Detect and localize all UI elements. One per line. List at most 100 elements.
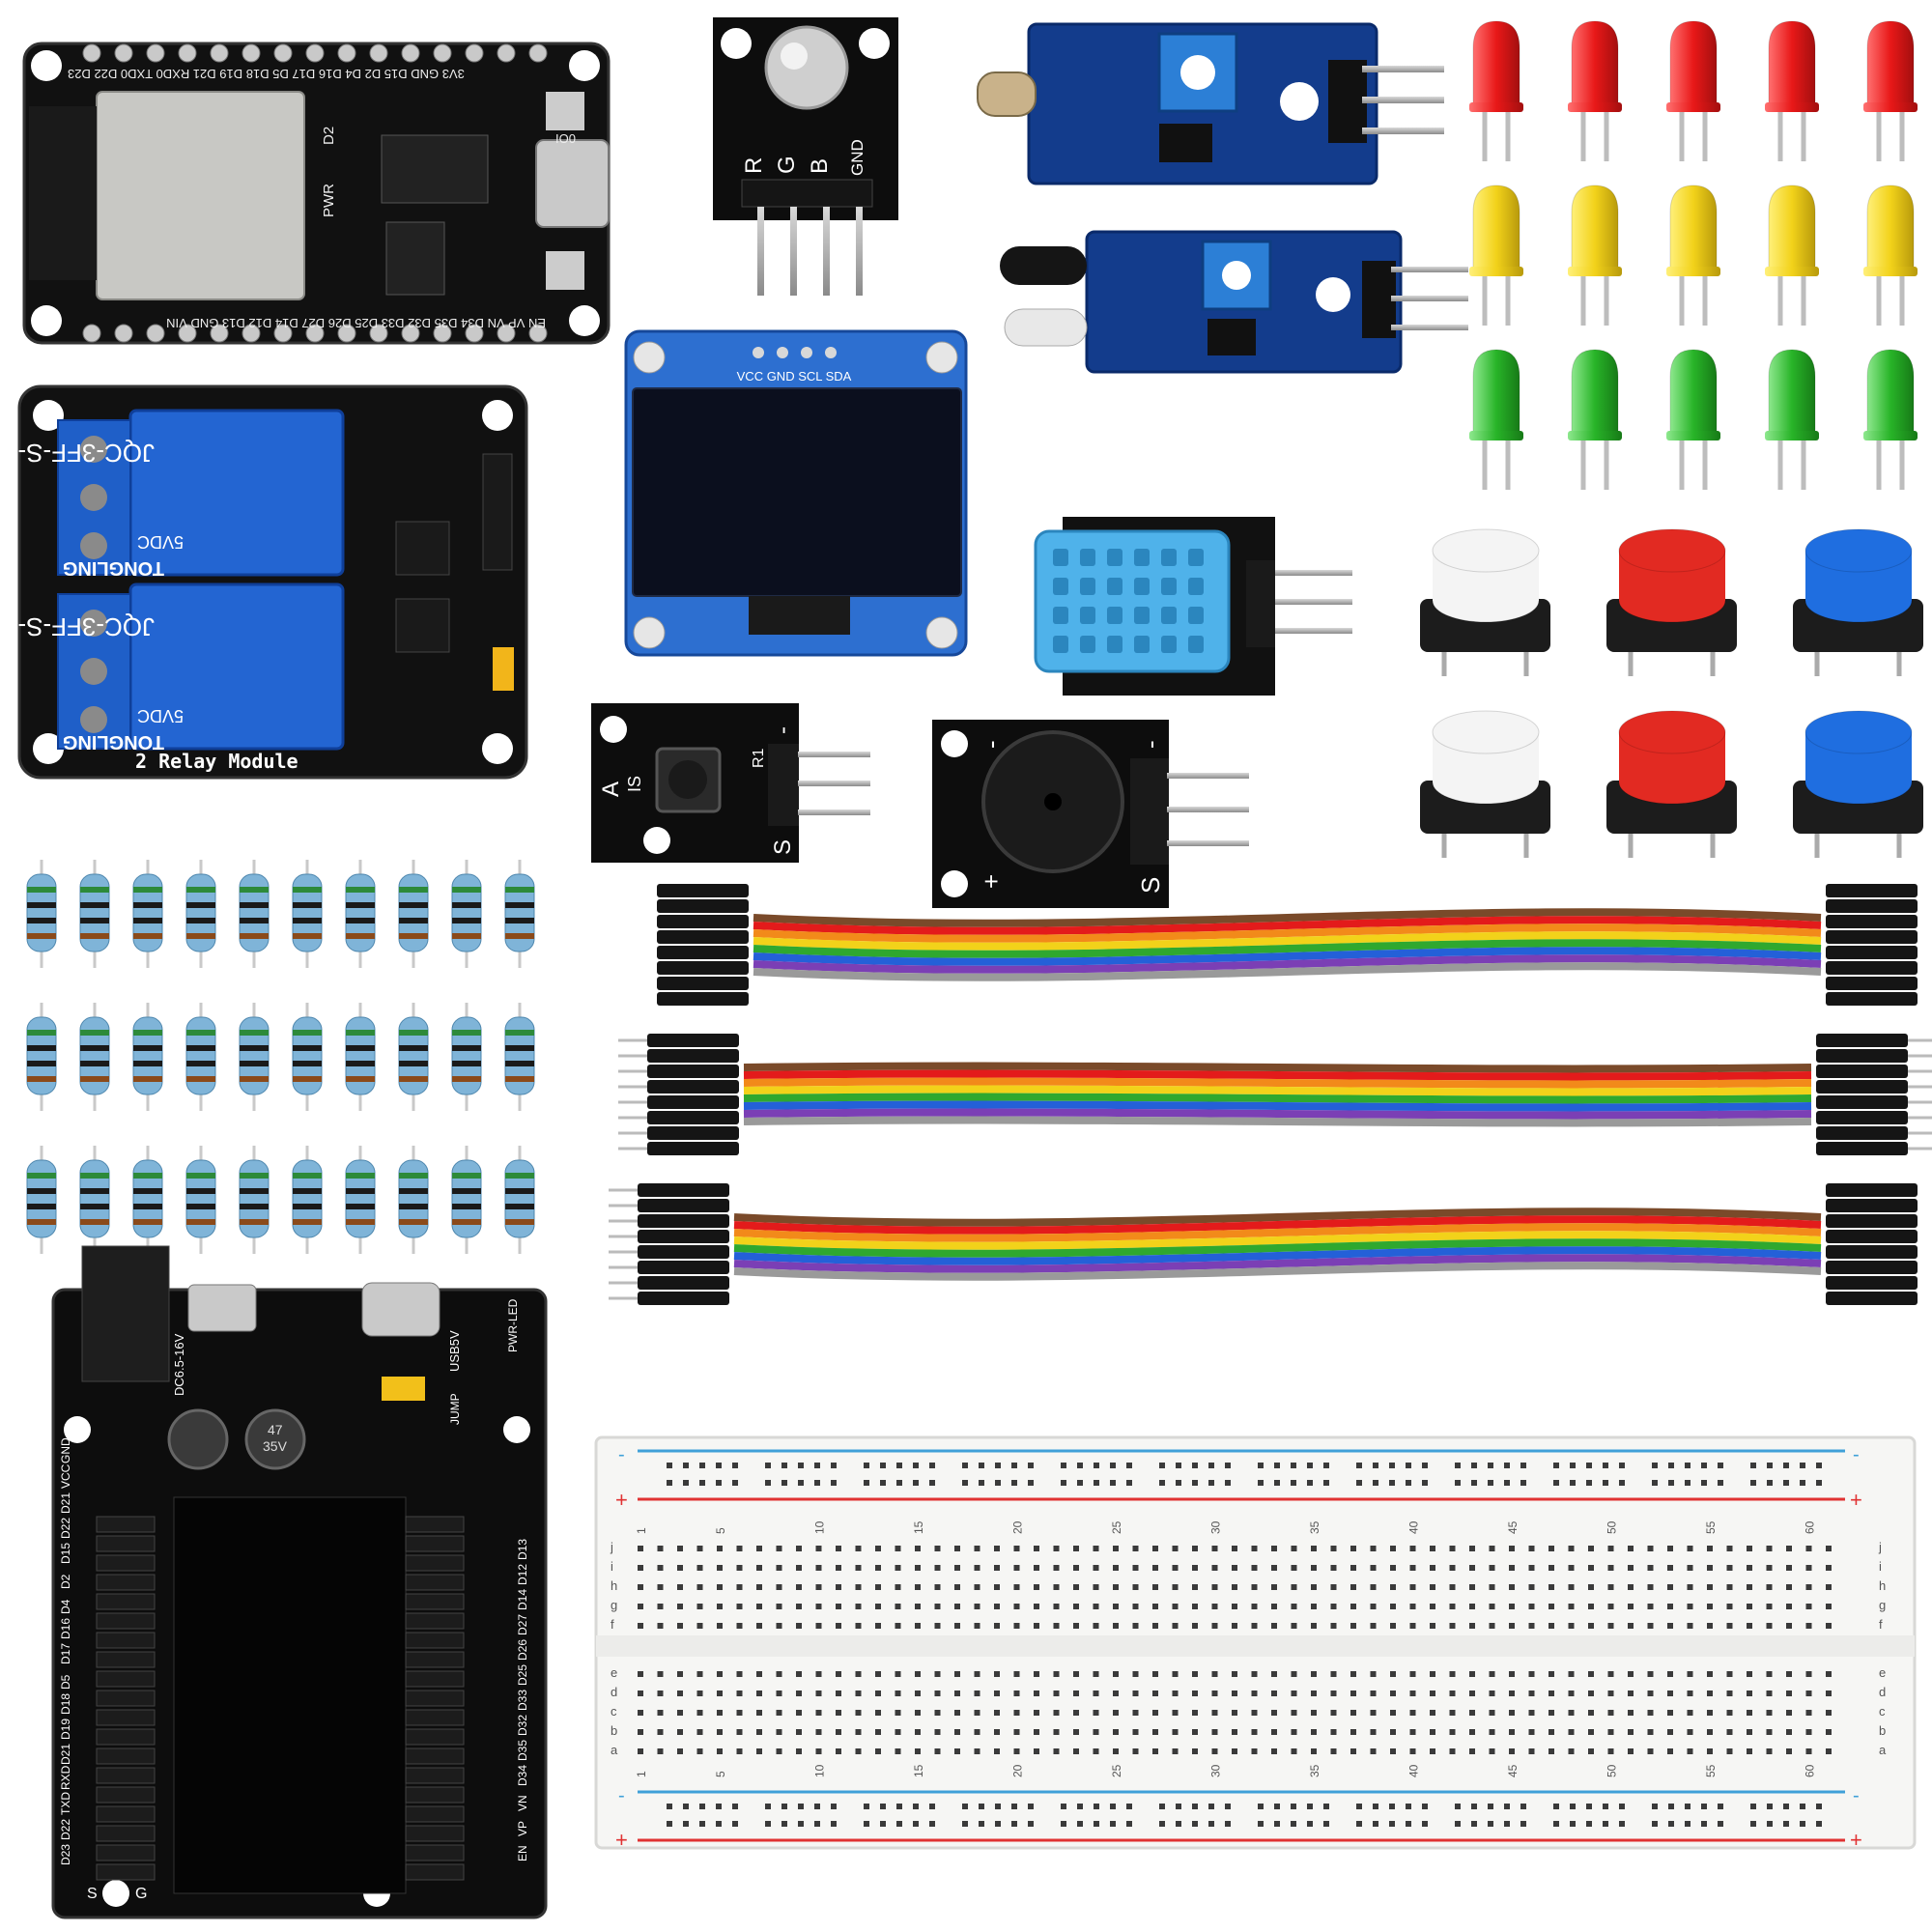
push-button-cap <box>668 760 707 799</box>
dht-vent <box>1188 636 1204 653</box>
breadboard-hole <box>1588 1604 1594 1609</box>
resistor-band <box>452 1204 481 1209</box>
breadboard-hole <box>1528 1710 1535 1716</box>
relay-2-voltage: 5VDC <box>137 532 184 552</box>
dht-vent <box>1053 636 1068 653</box>
breadboard-hole <box>1011 1804 1017 1809</box>
breadboard-hole <box>913 1480 919 1486</box>
breadboard-hole <box>1726 1748 1733 1754</box>
breadboard-hole <box>1011 1463 1017 1468</box>
breadboard-hole <box>1077 1821 1083 1827</box>
breadboard-hole <box>1192 1821 1198 1827</box>
pin-labels-top: 3V3 GND D15 D2 D4 D16 D17 D5 D18 D19 D21… <box>68 67 465 81</box>
pwr-led-label: PWR-LED <box>506 1298 520 1352</box>
breadboard-hole <box>994 1690 1000 1696</box>
breadboard-hole <box>1110 1804 1116 1809</box>
dht-vent <box>1053 549 1068 566</box>
breadboard-hole <box>1291 1748 1297 1754</box>
breadboard-hole <box>1113 1623 1119 1629</box>
breadboard-hole <box>796 1604 802 1609</box>
dht-vent <box>1188 549 1204 566</box>
header-pin-row <box>405 1786 465 1804</box>
breadboard-hole <box>1826 1623 1832 1629</box>
dht-vent <box>1080 636 1095 653</box>
breadboard-hole <box>717 1748 723 1754</box>
breadboard-hole <box>1783 1821 1789 1827</box>
green-led <box>1669 349 1718 438</box>
row-label: a <box>1879 1743 1887 1757</box>
pin-header <box>741 179 873 208</box>
breadboard-hole <box>1685 1480 1690 1486</box>
rgb-led-highlight <box>781 43 808 70</box>
pin-pad <box>305 43 325 63</box>
breadboard-hole <box>796 1671 802 1677</box>
breadboard-hole <box>1707 1710 1713 1716</box>
breadboard-hole <box>1607 1671 1614 1677</box>
relay-1-brand: TONGLING <box>63 731 164 753</box>
jumper-connector <box>1826 930 1918 944</box>
breadboard-hole <box>929 1480 935 1486</box>
resistor-body <box>79 1016 110 1095</box>
breadboard-hole <box>1667 1690 1673 1696</box>
breadboard-hole <box>1747 1584 1752 1590</box>
breadboard-hole <box>1350 1623 1356 1629</box>
breadboard-hole <box>1805 1565 1812 1571</box>
breadboard-hole <box>1291 1604 1297 1609</box>
breadboard-hole <box>1469 1584 1475 1590</box>
breadboard-hole <box>1607 1546 1614 1551</box>
breadboard-hole <box>1251 1690 1258 1696</box>
resistor-band <box>80 1173 109 1179</box>
breadboard-hole <box>814 1821 820 1827</box>
breadboard-hole <box>1152 1748 1158 1754</box>
jumper-connector <box>1816 1142 1908 1155</box>
pin-label: D12 <box>516 1564 529 1585</box>
pin-pad <box>114 43 133 63</box>
breadboard-hole <box>954 1546 960 1551</box>
breadboard-hole <box>1548 1729 1554 1735</box>
breadboard-hole <box>1767 1804 1773 1809</box>
breadboard-hole <box>1053 1671 1060 1677</box>
pin <box>1167 807 1249 812</box>
breadboard-hole <box>1152 1623 1158 1629</box>
jumper-connector <box>1816 1065 1908 1078</box>
breadboard-hole <box>1430 1584 1435 1590</box>
breadboard-hole <box>1271 1710 1277 1716</box>
breadboard-hole <box>1528 1690 1535 1696</box>
breadboard-hole <box>1409 1546 1416 1551</box>
led-rim <box>1469 102 1523 112</box>
breadboard-hole <box>696 1565 703 1571</box>
breadboard-hole <box>1192 1671 1198 1677</box>
breadboard-hole <box>1323 1804 1329 1809</box>
breadboard-hole <box>1356 1480 1362 1486</box>
header-pin-row <box>96 1805 156 1823</box>
jumper-wire <box>743 1069 1812 1081</box>
breadboard-hole <box>1258 1821 1264 1827</box>
breadboard-hole <box>1422 1804 1428 1809</box>
breadboard-hole <box>1113 1584 1119 1590</box>
header-pin-row <box>405 1612 465 1630</box>
header-pin-row <box>96 1651 156 1668</box>
breadboard-hole <box>683 1463 689 1468</box>
jumper-connector <box>1826 1183 1918 1197</box>
breadboard-hole <box>1274 1480 1280 1486</box>
resistor-band <box>399 1045 428 1051</box>
pin-label: D21 <box>59 1492 72 1514</box>
breadboard-hole <box>717 1729 723 1735</box>
breadboard-hole <box>994 1748 1000 1754</box>
breadboard-hole <box>1356 1463 1362 1468</box>
breadboard-hole <box>831 1463 837 1468</box>
mount-hole <box>600 716 627 743</box>
breadboard-hole <box>1013 1604 1020 1609</box>
breadboard-hole <box>776 1690 782 1696</box>
breadboard-hole <box>1489 1729 1495 1735</box>
led-rim <box>1863 431 1918 440</box>
breadboard-hole <box>1805 1690 1812 1696</box>
jumper-connector <box>1826 1230 1918 1243</box>
breadboard-hole <box>1786 1565 1792 1571</box>
green-led <box>1571 349 1619 438</box>
breadboard-hole <box>1152 1690 1158 1696</box>
breadboard-hole <box>1588 1584 1594 1590</box>
breadboard-hole <box>1390 1671 1396 1677</box>
breadboard-hole <box>1805 1729 1812 1735</box>
breadboard-hole <box>1826 1690 1832 1696</box>
